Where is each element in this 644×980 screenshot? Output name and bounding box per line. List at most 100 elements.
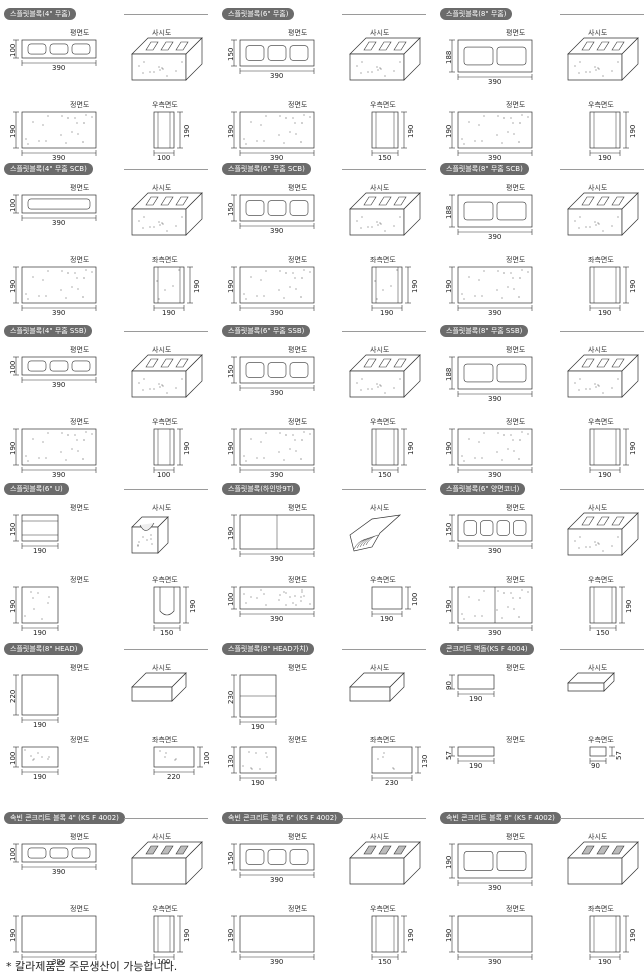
- plan-height-dim: 188: [445, 205, 453, 219]
- plan-height-dim: 100: [9, 360, 17, 374]
- block-drawings: [13, 354, 203, 473]
- plan-view-drawing: [239, 514, 315, 550]
- plan-view-label: 평면도: [70, 29, 90, 37]
- side-height-dim: 190: [183, 441, 191, 455]
- title-rule: [342, 649, 426, 650]
- front-height-dim: 190: [445, 928, 453, 942]
- plan-width-dim: 390: [52, 381, 66, 389]
- plan-height-dim: 188: [445, 50, 453, 64]
- block-title: 스플릿블록(6" 양면코너): [440, 483, 526, 495]
- iso-view-label: 사시도: [588, 833, 608, 841]
- side-width-dim: 190: [598, 958, 612, 966]
- plan-height-dim: 188: [445, 367, 453, 381]
- plan-view-drawing: [21, 39, 97, 59]
- front-width-dim: 390: [52, 958, 66, 966]
- front-height-dim: 190: [227, 279, 235, 293]
- plan-view-label: 평면도: [506, 29, 526, 37]
- plan-height-dim: 190: [227, 526, 235, 540]
- plan-width-dim: 390: [488, 78, 502, 86]
- side-view-drawing: [153, 746, 195, 768]
- title-rule: [342, 14, 426, 15]
- iso-view-drawing: [131, 516, 169, 554]
- side-width-dim: 100: [157, 471, 171, 479]
- block-drawings: [231, 672, 421, 781]
- block-drawings: [13, 514, 189, 631]
- block-title: 스플릿블록(6" 무홈): [222, 8, 295, 20]
- plan-width-dim: 390: [52, 64, 66, 72]
- front-width-dim: 190: [251, 779, 265, 787]
- title-rule: [124, 489, 208, 490]
- plan-width-dim: 390: [270, 72, 284, 80]
- plan-view-label: 평면도: [506, 833, 526, 841]
- side-view-drawing: [371, 586, 403, 610]
- iso-view-drawing: [131, 672, 187, 702]
- title-rule: [560, 649, 644, 650]
- front-view-drawing: [239, 266, 315, 304]
- plan-width-dim: 390: [488, 233, 502, 241]
- title-rule: [124, 14, 208, 15]
- plan-view-drawing: [457, 39, 533, 73]
- front-width-dim: 390: [270, 471, 284, 479]
- front-view-label: 정면도: [506, 576, 526, 584]
- front-view-label: 정면도: [506, 736, 526, 744]
- block-title: 스플릿블록(8" 무홈): [440, 8, 513, 20]
- block-drawings: [449, 192, 639, 311]
- block-drawings: [449, 672, 615, 764]
- side-height-dim: 57: [615, 750, 623, 760]
- front-height-dim: 100: [9, 751, 17, 765]
- front-view-drawing: [21, 746, 59, 768]
- side-height-dim: 190: [407, 124, 415, 138]
- side-view-drawing: [371, 428, 399, 466]
- plan-view-drawing: [239, 843, 315, 871]
- title-rule: [342, 169, 426, 170]
- front-view-drawing: [457, 746, 495, 757]
- front-view-drawing: [239, 746, 277, 774]
- side-view-drawing: [371, 746, 413, 774]
- front-view-label: 정면도: [506, 256, 526, 264]
- block-title: 속빈 콘크리트 블록 6" (KS F 4002): [222, 812, 343, 824]
- side-view-label: 우측면도: [588, 418, 614, 426]
- plan-height-dim: 230: [227, 690, 235, 704]
- side-height-dim: 130: [421, 754, 429, 768]
- plan-view-label: 평면도: [288, 833, 308, 841]
- title-rule: [124, 649, 208, 650]
- front-width-dim: 190: [469, 762, 483, 770]
- iso-view-drawing: [349, 354, 421, 398]
- front-view-label: 정면도: [288, 256, 308, 264]
- front-view-label: 정면도: [70, 905, 90, 913]
- side-width-dim: 190: [598, 154, 612, 162]
- front-height-dim: 190: [445, 124, 453, 138]
- plan-view-label: 평면도: [506, 664, 526, 672]
- front-width-dim: 390: [488, 309, 502, 317]
- plan-view-drawing: [21, 674, 59, 716]
- side-view-label: 우측면도: [588, 736, 614, 744]
- side-height-dim: 190: [629, 441, 637, 455]
- title-rule: [560, 489, 644, 490]
- side-view-drawing: [153, 266, 185, 304]
- plan-view-label: 평면도: [506, 346, 526, 354]
- front-height-dim: 190: [9, 279, 17, 293]
- plan-width-dim: 390: [270, 389, 284, 397]
- title-rule: [124, 331, 208, 332]
- front-view-drawing: [21, 428, 97, 466]
- side-view-drawing: [153, 915, 175, 953]
- plan-width-dim: 190: [469, 695, 483, 703]
- front-view-drawing: [457, 266, 533, 304]
- front-view-drawing: [457, 915, 533, 953]
- front-view-label: 정면도: [288, 736, 308, 744]
- front-width-dim: 190: [33, 773, 47, 781]
- block-drawings: [231, 354, 421, 473]
- side-view-drawing: [153, 586, 181, 624]
- side-width-dim: 100: [157, 958, 171, 966]
- front-height-dim: 190: [227, 124, 235, 138]
- front-height-dim: 190: [9, 124, 17, 138]
- side-view-drawing: [589, 266, 621, 304]
- iso-view-drawing: [567, 841, 639, 885]
- side-view-label: 우측면도: [370, 418, 396, 426]
- plan-height-dim: 100: [9, 43, 17, 57]
- side-width-dim: 190: [380, 615, 394, 623]
